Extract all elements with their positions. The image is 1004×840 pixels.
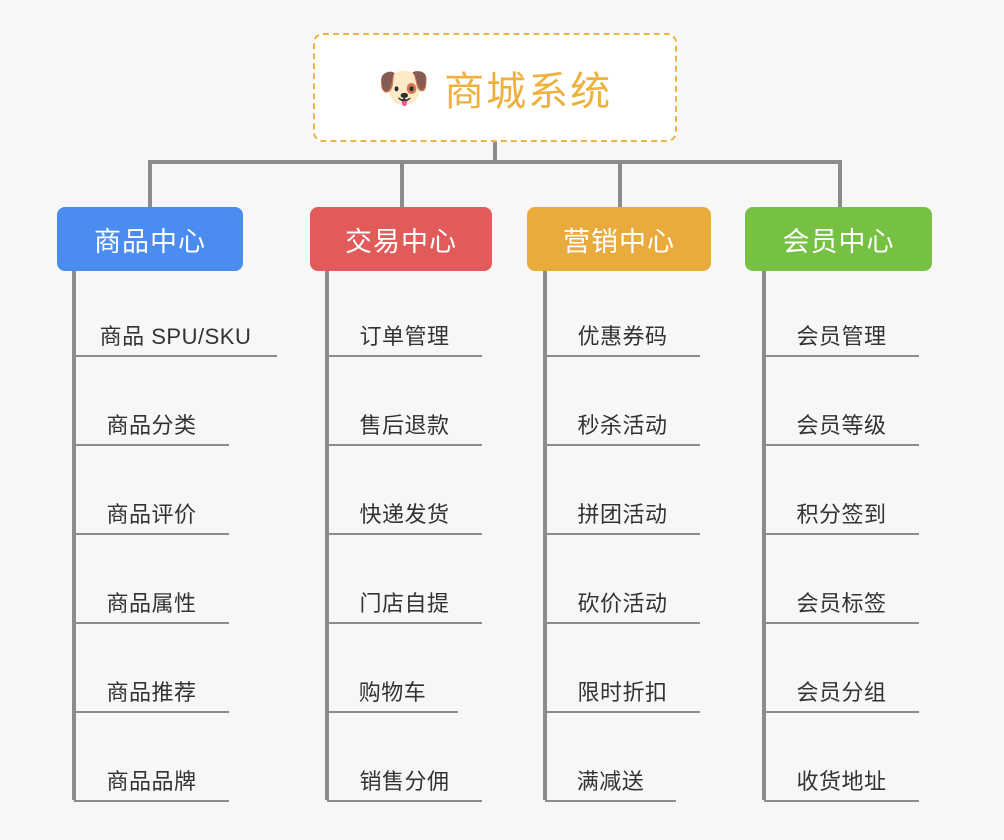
leaf-label-3-1: 会员等级 [796,413,887,438]
leaf-item-3-0[interactable]: 会员管理 [764,301,919,357]
leaf-item-2-2[interactable]: 拼团活动 [545,479,700,535]
leaf-item-0-4[interactable]: 商品推荐 [74,657,229,713]
root-title: 商城系统 [444,69,613,114]
leaf-label-1-1: 售后退款 [359,413,450,438]
leaf-item-1-1[interactable]: 售后退款 [327,390,482,446]
leaf-label-2-4: 限时折扣 [577,680,668,705]
category-box-1[interactable]: 交易中心 [310,207,492,271]
leaf-label-1-5: 销售分佣 [359,769,450,794]
leaf-label-3-0: 会员管理 [796,324,887,349]
connector-drop-3 [618,160,622,207]
connector-root-stem [493,142,497,163]
leaf-label-2-2: 拼团活动 [577,502,668,527]
category-label-1: 交易中心 [345,226,457,257]
leaf-item-1-0[interactable]: 订单管理 [327,301,482,357]
leaf-label-1-0: 订单管理 [359,324,450,349]
leaf-label-1-3: 门店自提 [359,591,450,616]
leaf-label-3-4: 会员分组 [796,680,887,705]
leaf-item-3-4[interactable]: 会员分组 [764,657,919,713]
leaf-item-1-4[interactable]: 购物车 [327,657,458,713]
leaf-item-2-5[interactable]: 满减送 [545,746,676,802]
leaf-label-0-2: 商品评价 [106,502,197,527]
leaf-item-3-1[interactable]: 会员等级 [764,390,919,446]
leaf-item-0-2[interactable]: 商品评价 [74,479,229,535]
leaf-label-2-5: 满减送 [576,769,645,794]
category-label-3: 会员中心 [782,226,895,257]
dog-face-icon: 🐶 [377,63,431,111]
leaf-item-3-5[interactable]: 收货地址 [764,746,919,802]
leaf-item-2-4[interactable]: 限时折扣 [545,657,700,713]
leaf-item-0-5[interactable]: 商品品牌 [74,746,229,802]
leaf-spine-1 [325,271,329,800]
leaf-label-2-1: 秒杀活动 [577,413,668,438]
leaf-item-3-3[interactable]: 会员标签 [764,568,919,624]
category-label-2: 营销中心 [563,226,675,257]
category-box-2[interactable]: 营销中心 [527,207,711,271]
root-node[interactable]: 🐶 商城系统 [313,33,677,142]
leaf-item-2-0[interactable]: 优惠券码 [545,301,700,357]
leaf-spine-2 [543,271,547,800]
connector-drop-2 [400,160,404,207]
leaf-label-0-5: 商品品牌 [106,769,197,794]
leaf-item-1-5[interactable]: 销售分佣 [327,746,482,802]
leaf-label-0-0: 商品 SPU/SKU [99,324,252,349]
leaf-label-2-3: 砍价活动 [577,591,668,616]
leaf-label-3-2: 积分签到 [796,502,887,527]
leaf-label-1-2: 快递发货 [359,502,450,527]
category-box-3[interactable]: 会员中心 [745,207,932,271]
leaf-item-2-3[interactable]: 砍价活动 [545,568,700,624]
leaf-item-1-3[interactable]: 门店自提 [327,568,482,624]
leaf-item-2-1[interactable]: 秒杀活动 [545,390,700,446]
leaf-label-0-4: 商品推荐 [106,680,197,705]
leaf-label-1-4: 购物车 [358,680,427,705]
connector-drop-4 [838,160,842,207]
connector-drop-1 [148,160,152,207]
leaf-spine-0 [72,271,76,800]
leaf-item-1-2[interactable]: 快递发货 [327,479,482,535]
leaf-item-3-2[interactable]: 积分签到 [764,479,919,535]
leaf-spine-3 [762,271,766,800]
category-label-0: 商品中心 [94,226,206,257]
leaf-label-3-5: 收货地址 [796,769,887,794]
leaf-item-0-0[interactable]: 商品 SPU/SKU [74,301,277,357]
leaf-label-0-3: 商品属性 [106,591,197,616]
leaf-label-2-0: 优惠券码 [577,324,668,349]
category-box-0[interactable]: 商品中心 [57,207,243,271]
leaf-label-0-1: 商品分类 [106,413,197,438]
leaf-item-0-3[interactable]: 商品属性 [74,568,229,624]
leaf-item-0-1[interactable]: 商品分类 [74,390,229,446]
leaf-label-3-3: 会员标签 [796,591,887,616]
connector-horizontal-bus [148,160,842,164]
